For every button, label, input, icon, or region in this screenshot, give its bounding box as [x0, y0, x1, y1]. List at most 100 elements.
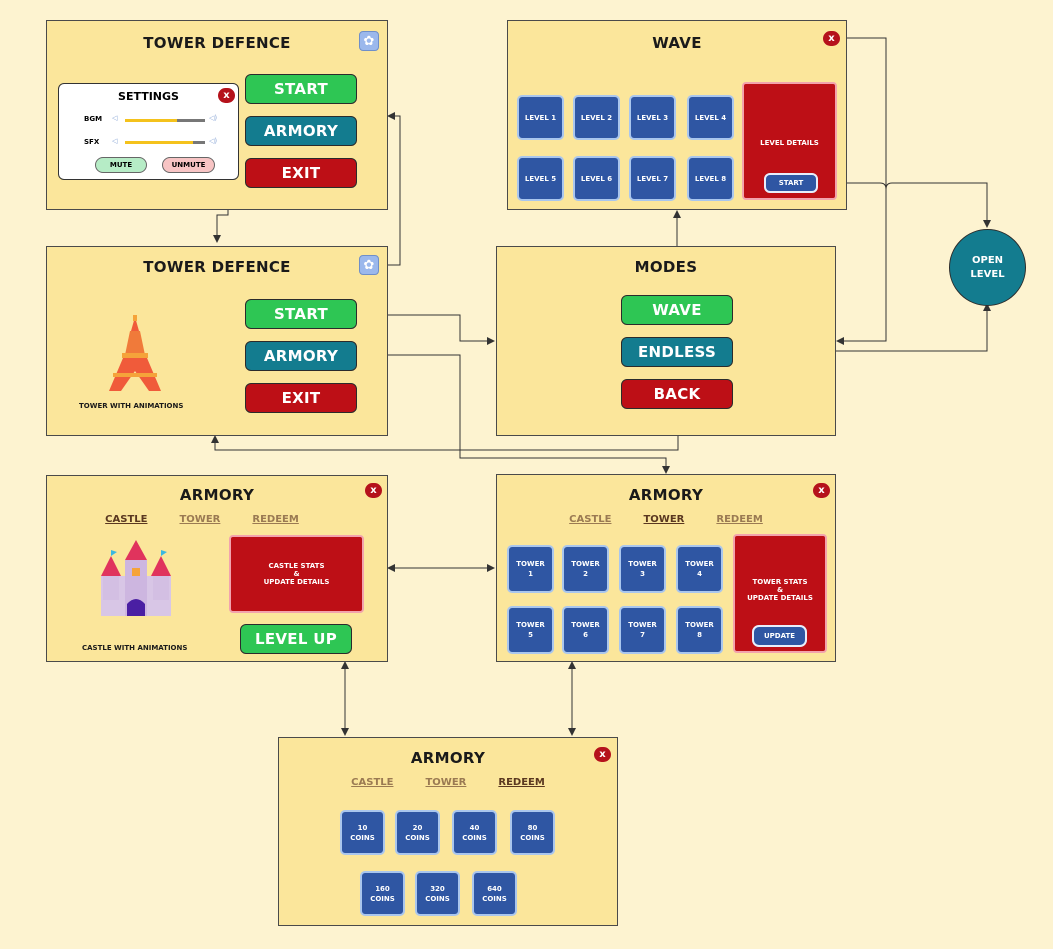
- tab-tower[interactable]: TOWER: [643, 514, 685, 525]
- gear-icon[interactable]: ✿: [359, 255, 379, 275]
- level-tile[interactable]: LEVEL 5: [517, 156, 564, 201]
- armory-tabs: CASTLE TOWER REDEEM: [17, 514, 387, 525]
- screen-title: ARMORY: [410, 749, 486, 767]
- screen-title: ARMORY: [628, 486, 704, 504]
- castle-caption: CASTLE WITH ANIMATIONS: [82, 644, 188, 652]
- edge-gear-to-settings-menu: [380, 112, 401, 266]
- close-icon[interactable]: x: [813, 483, 830, 498]
- unmute-button[interactable]: UNMUTE: [162, 157, 215, 173]
- start-button[interactable]: START: [245, 299, 357, 329]
- level-tile[interactable]: LEVEL 7: [629, 156, 676, 201]
- wave-button[interactable]: WAVE: [621, 295, 733, 325]
- castle-stats-line2: &: [293, 570, 300, 578]
- gear-icon[interactable]: ✿: [359, 31, 379, 51]
- tab-redeem[interactable]: REDEEM: [498, 777, 545, 788]
- tower-tile-name: TOWER: [516, 621, 545, 629]
- coin-amount: 80: [527, 823, 538, 832]
- edge-wave-close-to-modes: [836, 37, 887, 345]
- level-tile[interactable]: LEVEL 2: [573, 95, 620, 140]
- coin-unit: COINS: [370, 894, 395, 903]
- settings-dialog: SETTINGS x BGM ◁ ◁) SFX ◁ ◁) MUTE UNMUTE: [58, 83, 239, 180]
- tower-tile-name: TOWER: [685, 560, 714, 568]
- level-details-label: LEVEL DETAILS: [760, 139, 819, 147]
- screen-title: ARMORY: [179, 486, 255, 504]
- armory-button[interactable]: ARMORY: [245, 341, 357, 371]
- armory-tabs: CASTLE TOWER REDEEM: [279, 777, 617, 788]
- volume-high-icon: ◁): [209, 137, 218, 145]
- tab-castle[interactable]: CASTLE: [105, 514, 148, 525]
- start-button[interactable]: START: [245, 74, 357, 104]
- tower-tile-number: 6: [583, 631, 588, 639]
- tower-stats-line3: UPDATE DETAILS: [747, 594, 813, 602]
- bgm-slider[interactable]: [125, 119, 205, 122]
- back-button[interactable]: BACK: [621, 379, 733, 409]
- level-tile[interactable]: LEVEL 1: [517, 95, 564, 140]
- level-start-button[interactable]: START: [764, 173, 818, 193]
- sfx-label: SFX: [84, 138, 100, 146]
- tower-tile-number: 1: [528, 570, 533, 578]
- tower-tile[interactable]: TOWER 6: [562, 606, 609, 654]
- update-button[interactable]: UPDATE: [752, 625, 807, 647]
- level-tile[interactable]: LEVEL 3: [629, 95, 676, 140]
- tower-tile-name: TOWER: [685, 621, 714, 629]
- coin-amount: 640: [487, 884, 502, 893]
- open-level-line1: OPEN: [971, 254, 1004, 266]
- coin-amount: 40: [469, 823, 480, 832]
- edge-armory-to-armory-tower: [358, 354, 670, 474]
- level-tile[interactable]: LEVEL 4: [687, 95, 734, 140]
- close-icon[interactable]: x: [365, 483, 382, 498]
- coin-unit: COINS: [405, 833, 430, 842]
- settings-title: SETTINGS: [118, 90, 179, 103]
- tower-tile-name: TOWER: [628, 560, 657, 568]
- open-level-node: OPEN LEVEL: [949, 229, 1026, 306]
- tab-redeem[interactable]: REDEEM: [716, 514, 763, 525]
- tab-tower[interactable]: TOWER: [179, 514, 221, 525]
- close-icon[interactable]: x: [594, 747, 611, 762]
- coin-amount: 320: [430, 884, 445, 893]
- sfx-slider[interactable]: [125, 141, 205, 144]
- exit-button[interactable]: EXIT: [245, 158, 357, 188]
- tower-tile-name: TOWER: [571, 621, 600, 629]
- tower-tile-number: 2: [583, 570, 588, 578]
- level-up-button[interactable]: LEVEL UP: [240, 624, 352, 654]
- volume-high-icon: ◁): [209, 114, 218, 122]
- screen-title: MODES: [634, 258, 698, 276]
- coin-unit: COINS: [482, 894, 507, 903]
- sfx-slider-fill: [125, 141, 193, 144]
- tab-castle[interactable]: CASTLE: [569, 514, 612, 525]
- edge-level-start-to-open-level: [818, 182, 991, 228]
- close-icon[interactable]: x: [823, 31, 840, 46]
- level-tile[interactable]: LEVEL 6: [573, 156, 620, 201]
- tower-stats-line2: &: [776, 586, 784, 594]
- bgm-slider-fill: [125, 119, 177, 122]
- endless-button[interactable]: ENDLESS: [621, 337, 733, 367]
- coin-unit: COINS: [350, 833, 375, 842]
- tab-redeem[interactable]: REDEEM: [252, 514, 299, 525]
- exit-button[interactable]: EXIT: [245, 383, 357, 413]
- volume-low-icon: ◁: [112, 114, 118, 122]
- coin-amount: 160: [375, 884, 390, 893]
- tower-stats-line1: TOWER STATS: [752, 578, 808, 586]
- armory-button[interactable]: ARMORY: [245, 116, 357, 146]
- castle-stats-panel: CASTLE STATS & UPDATE DETAILS: [229, 535, 364, 613]
- close-icon[interactable]: x: [218, 88, 235, 103]
- coin-unit: COINS: [425, 894, 450, 903]
- tab-castle[interactable]: CASTLE: [351, 777, 394, 788]
- level-tile[interactable]: LEVEL 8: [687, 156, 734, 201]
- tab-tower[interactable]: TOWER: [425, 777, 467, 788]
- mute-button[interactable]: MUTE: [95, 157, 147, 173]
